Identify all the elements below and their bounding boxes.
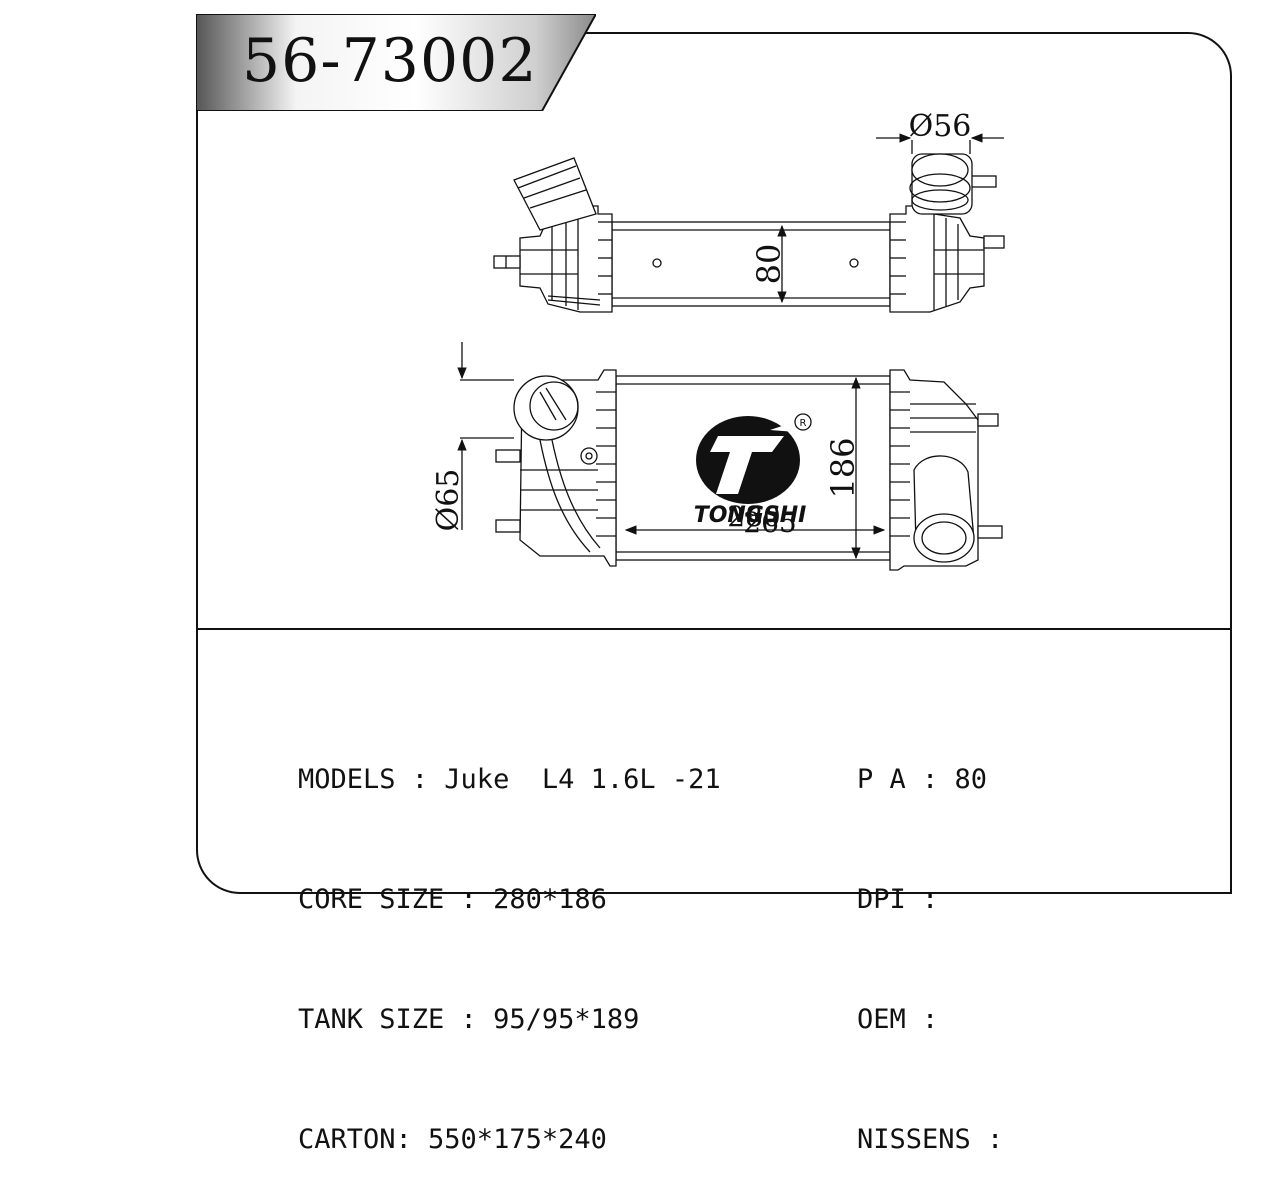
spec-list-right: P A : 80 DPI : OEM : NISSENS : bbox=[857, 680, 1003, 1200]
spec-oem: OEM : bbox=[857, 1004, 939, 1035]
mount-hole bbox=[652, 258, 662, 268]
spec-list-left: MODELS : Juke L4 1.6L -21 CORE SIZE : 28… bbox=[298, 680, 721, 1200]
core-height-label: 186 bbox=[824, 437, 862, 498]
front-view bbox=[457, 342, 1003, 571]
inlet-diameter-label: Ø65 bbox=[431, 469, 466, 532]
spec-carton: CARTON: 550*175*240 bbox=[298, 1124, 607, 1155]
core-width-label: 280 bbox=[727, 500, 780, 533]
spec-pa: P A : 80 bbox=[857, 764, 988, 795]
spec-models: MODELS : Juke L4 1.6L -21 bbox=[298, 764, 721, 795]
spec-tank-size: TANK SIZE : 95/95*189 bbox=[298, 1004, 640, 1035]
spec-core-size: CORE SIZE : 280*186 bbox=[298, 884, 607, 915]
mount-hole bbox=[849, 258, 859, 268]
intercooler-drawing: Ø56 80 bbox=[431, 109, 1005, 571]
part-number: 56-73002 bbox=[242, 26, 538, 96]
spec-dpi: DPI : bbox=[857, 884, 939, 915]
top-view bbox=[493, 133, 1005, 313]
registered-mark: R bbox=[800, 418, 807, 429]
section-divider bbox=[196, 628, 1232, 630]
part-number-tab: 56-73002 bbox=[196, 14, 596, 111]
part-number-tab-shape bbox=[196, 14, 596, 111]
brand-logo: R bbox=[696, 413, 812, 504]
brand-name: TONGSHI bbox=[694, 503, 807, 528]
tank-overlap-label: 265 bbox=[743, 506, 796, 539]
core-thickness-label: 80 bbox=[750, 244, 788, 285]
outlet-diameter-label: Ø56 bbox=[909, 109, 972, 144]
spec-card bbox=[196, 32, 1232, 894]
spec-nissens: NISSENS : bbox=[857, 1124, 1004, 1155]
